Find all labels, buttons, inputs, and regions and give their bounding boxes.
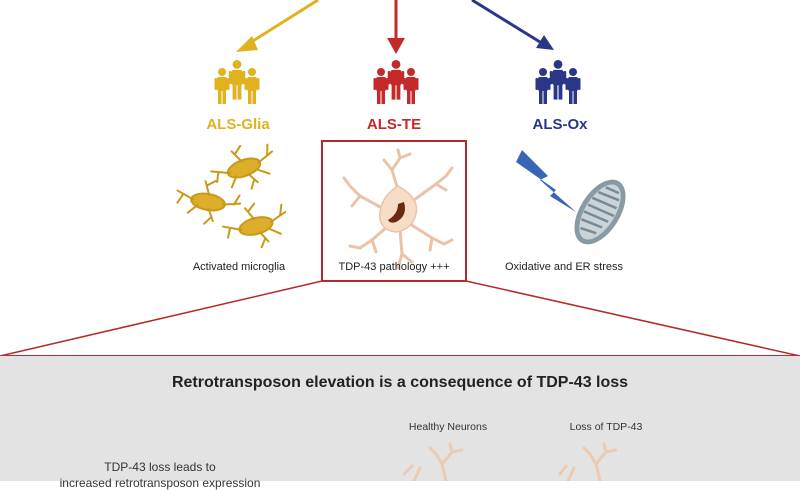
group-title-glia: ALS-Glia	[206, 116, 270, 133]
neuron-nucleus	[388, 202, 405, 223]
panel-neurons	[402, 442, 618, 481]
person-icon	[387, 60, 405, 100]
person-icon	[403, 68, 419, 104]
detail-panel: Retrotransposon elevation is a consequen…	[0, 355, 800, 490]
zoom-line-right	[465, 280, 800, 357]
person-icon	[228, 60, 246, 100]
diagram-canvas	[0, 0, 800, 357]
person-icon	[565, 68, 581, 104]
people-icon-glia	[214, 60, 260, 104]
group-title-te: ALS-TE	[366, 116, 422, 133]
arrow-te	[387, 0, 405, 54]
zoom-line-left	[0, 280, 323, 357]
healthy-neuron-icon	[402, 442, 464, 481]
arrow-ox	[471, 0, 554, 50]
person-icon	[244, 68, 260, 104]
person-icon	[549, 60, 567, 100]
mitochondrion-icon	[574, 179, 626, 245]
caption-te: TDP-43 pathology +++	[338, 261, 450, 273]
person-icon	[214, 68, 230, 104]
group-title-ox: ALS-Ox	[532, 116, 588, 133]
panel-label-loss: Loss of TDP-43	[569, 421, 643, 433]
arrow-glia	[236, 0, 319, 52]
person-icon	[535, 68, 551, 104]
panel-text-line1: TDP-43 loss leads to	[104, 460, 216, 474]
caption-glia: Activated microglia	[192, 261, 286, 273]
neuron-icon	[342, 148, 454, 270]
people-icon-ox	[535, 60, 581, 104]
caption-ox: Oxidative and ER stress	[505, 261, 623, 273]
te-highlight-box	[321, 140, 467, 282]
panel-label-healthy: Healthy Neurons	[408, 421, 488, 433]
microglia-icon	[176, 143, 287, 249]
panel-title: Retrotransposon elevation is a consequen…	[171, 374, 629, 391]
lightning-icon	[516, 150, 576, 212]
people-icon-te	[373, 60, 419, 104]
person-icon	[373, 68, 389, 104]
loss-neuron-icon	[558, 442, 618, 481]
